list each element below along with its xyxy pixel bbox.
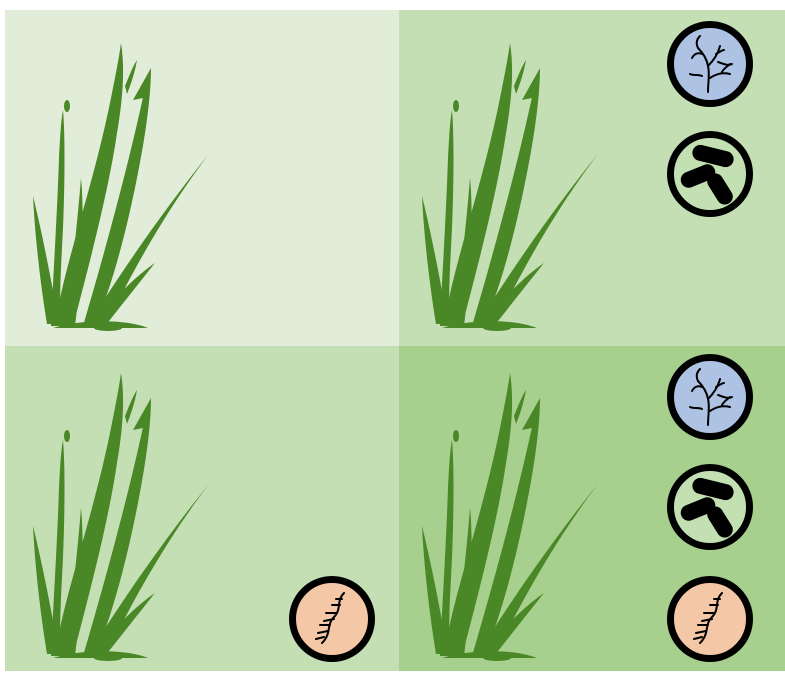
fungi-icon: [667, 354, 753, 440]
plant-grass: [33, 38, 233, 333]
plant-grass: [33, 368, 233, 663]
panel-top-left: [5, 10, 399, 346]
figure-grid: [5, 10, 785, 671]
plant-grass: [422, 368, 622, 663]
fungi-icon: [667, 21, 753, 107]
virus-icon: [667, 576, 753, 662]
panel-bottom-right: [399, 346, 785, 671]
panel-bottom-left: [5, 346, 399, 671]
virus-icon: [289, 576, 375, 662]
bacteria-icon: [667, 464, 753, 550]
panel-top-right: [399, 10, 785, 346]
bacteria-icon: [667, 131, 753, 217]
plant-grass: [422, 38, 622, 333]
